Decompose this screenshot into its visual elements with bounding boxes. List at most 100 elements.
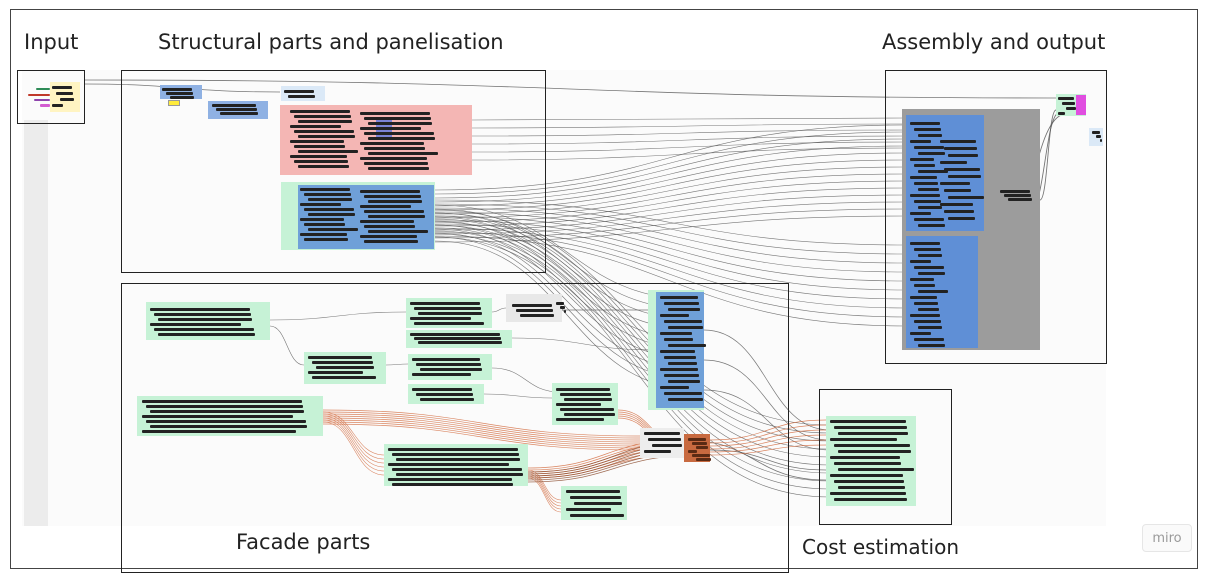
component-node [146, 420, 306, 423]
component-node [308, 371, 363, 374]
wire [434, 215, 907, 282]
wire [491, 307, 507, 313]
component-node [660, 386, 689, 389]
component-node [56, 92, 73, 95]
component-node [298, 120, 352, 123]
component-node [294, 130, 354, 133]
wire [527, 475, 562, 510]
wire [434, 131, 907, 195]
component-node [298, 165, 349, 168]
component-node [1062, 102, 1075, 105]
component-node [914, 320, 941, 323]
component-node [914, 218, 944, 221]
component-node [910, 122, 940, 125]
wire [471, 129, 907, 137]
component-node [312, 376, 376, 379]
wire [491, 367, 561, 393]
component-node [668, 362, 697, 365]
component-node [158, 333, 255, 336]
component-node [1008, 198, 1032, 201]
component-node [294, 115, 351, 118]
component-node [834, 444, 910, 447]
wire [709, 444, 827, 456]
component-node [154, 313, 251, 316]
wire [322, 417, 385, 468]
component-node [644, 432, 680, 435]
component-node [300, 233, 347, 236]
component-node [1000, 190, 1030, 193]
component-node [688, 438, 706, 441]
component-node [304, 208, 354, 211]
component-node [556, 403, 601, 406]
component-node [150, 323, 241, 326]
wire [322, 411, 385, 456]
assembly-output-magenta [1076, 95, 1086, 115]
component-node [388, 448, 518, 451]
component-node [948, 217, 975, 220]
component-node [52, 104, 63, 107]
component-node [910, 194, 940, 197]
miro-watermark: miro [1142, 524, 1192, 552]
component-node [948, 154, 978, 157]
wire [471, 135, 907, 145]
component-node [364, 117, 431, 120]
component-node [294, 145, 345, 148]
wire [322, 421, 385, 476]
structural-top-node [281, 86, 325, 101]
component-node [142, 400, 302, 403]
component-node [560, 306, 565, 309]
component-node [414, 307, 481, 310]
cost-box [819, 389, 952, 525]
wire [434, 211, 907, 273]
component-node [1096, 135, 1101, 138]
component-node [664, 338, 693, 341]
wire [322, 409, 641, 437]
component-node [360, 112, 430, 115]
component-node [834, 480, 904, 483]
wire [434, 227, 907, 309]
component-node [570, 514, 624, 517]
component-node [410, 317, 471, 320]
component-node [564, 398, 612, 401]
component-node [564, 310, 566, 313]
component-node [368, 122, 432, 125]
wire [1039, 109, 1057, 201]
component-node [914, 266, 944, 269]
component-node [304, 238, 348, 241]
component-node [834, 426, 907, 429]
wire [527, 477, 562, 513]
component-node [368, 137, 435, 140]
component-node [142, 415, 293, 418]
component-node [158, 318, 252, 321]
component-node [52, 86, 72, 89]
component-node [556, 418, 604, 421]
component-node [364, 162, 428, 165]
component-node [692, 454, 710, 457]
wire [322, 413, 385, 460]
input-slider [34, 99, 50, 101]
component-node [368, 215, 425, 218]
wire [434, 209, 831, 426]
component-node [918, 326, 942, 329]
component-node [918, 170, 948, 173]
component-node [668, 344, 706, 347]
component-node [150, 410, 304, 413]
component-node [414, 322, 484, 325]
wire [434, 207, 907, 264]
component-node [914, 200, 941, 203]
component-node [412, 388, 472, 391]
component-node [914, 284, 935, 287]
component-node [392, 468, 522, 471]
component-node [944, 210, 974, 213]
component-node [838, 432, 908, 435]
component-node [166, 92, 193, 95]
component-node [392, 483, 513, 486]
component-node [944, 147, 977, 150]
wire [527, 469, 562, 501]
component-node [574, 502, 622, 505]
wire [703, 359, 831, 441]
component-node [910, 314, 940, 317]
component-node [298, 135, 355, 138]
component-node [696, 458, 711, 461]
component-node [830, 420, 906, 423]
